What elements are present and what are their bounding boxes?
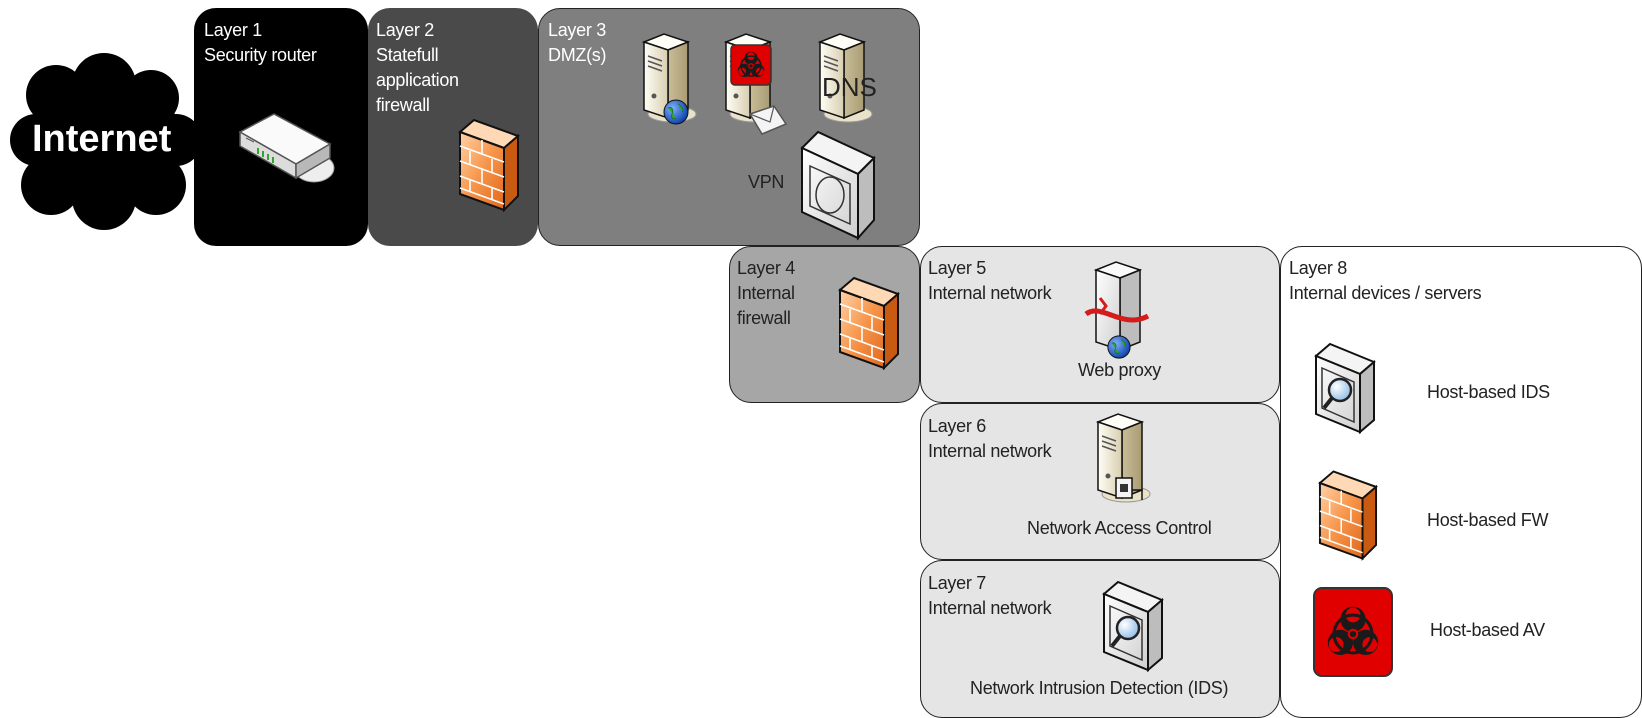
magnifier-icon [1314,342,1376,435]
vpn-icon [800,130,876,241]
internet-cloud [10,53,202,230]
internal-firewall-icon [838,276,900,371]
layer-7-box [920,560,1280,718]
firewall-icon [458,118,520,213]
internet-label: Internet [32,118,172,160]
web-proxy-icon [1084,261,1150,352]
dns-server-icon [817,33,873,123]
layer-2-box [368,8,538,246]
nac-device-icon [1115,477,1143,500]
network-ids-label: Network Intrusion Detection (IDS) [970,678,1229,698]
globe-icon [663,99,689,125]
nac-label: Network Access Control [1027,518,1212,538]
host-ids-label: Host-based IDS [1427,382,1550,402]
dns-label: DNS [822,72,877,102]
host-fw-label: Host-based FW [1427,510,1549,530]
router-icon [238,113,335,183]
biohazard-icon [730,44,772,86]
vpn-label: VPN [748,172,785,192]
web-proxy-label: Web proxy [1078,360,1162,380]
host-biohazard-icon [1313,587,1393,677]
network-ids-icon [1102,580,1164,673]
envelope-icon [748,105,788,135]
host-av-label: Host-based AV [1430,620,1545,640]
proxy-globe-icon [1107,335,1131,359]
host-firewall-icon [1318,470,1378,561]
